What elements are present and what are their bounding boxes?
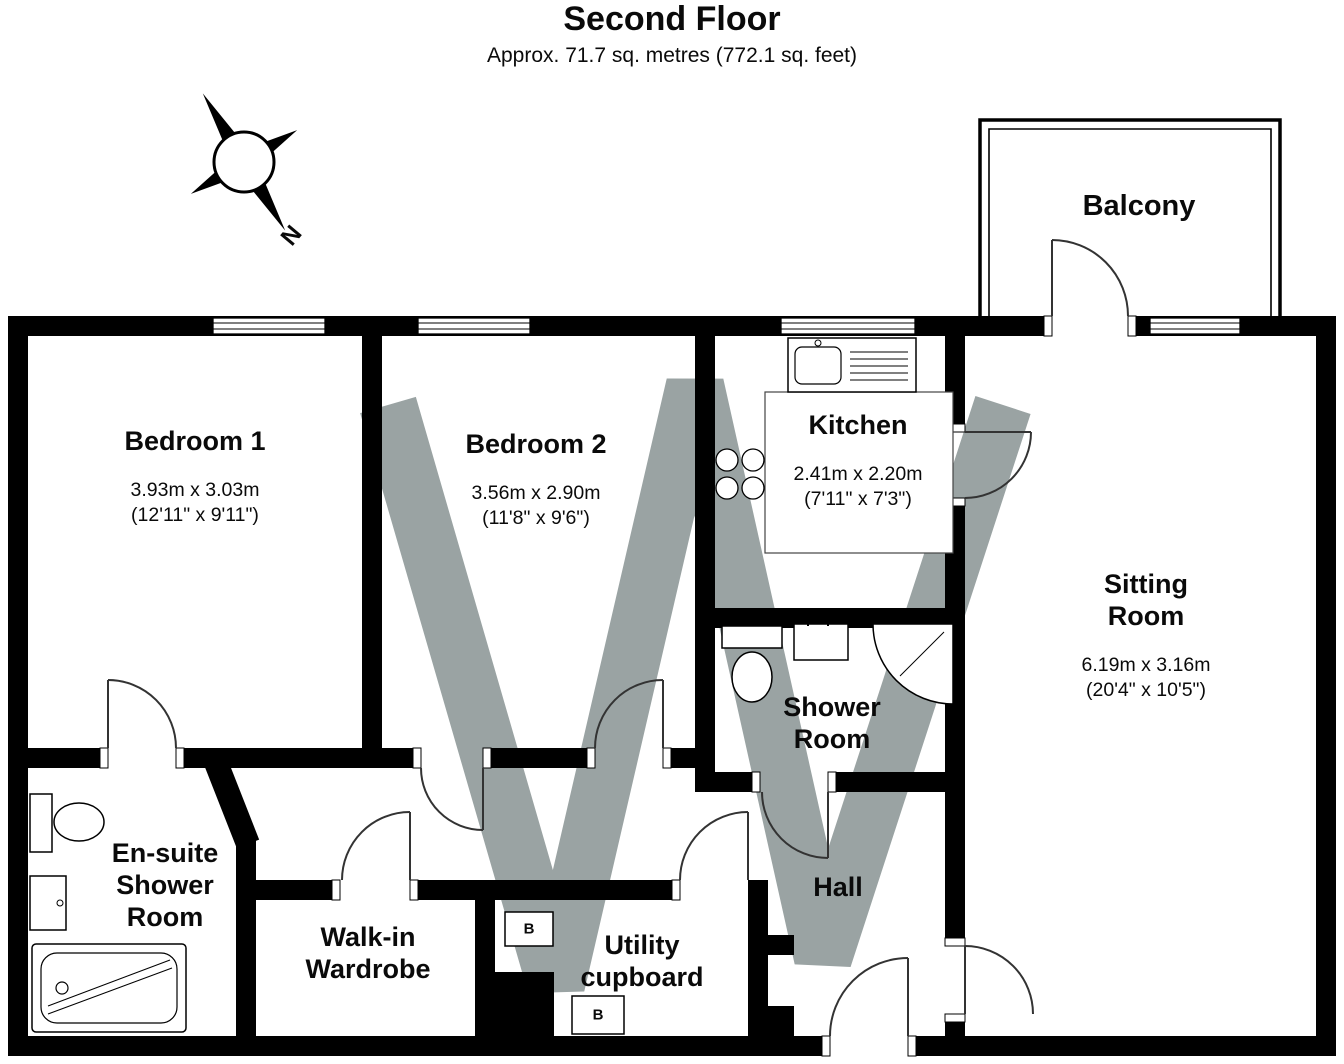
door-kitchen [964, 431, 1032, 499]
kitchen-name: Kitchen [808, 410, 908, 441]
windows [212, 317, 1241, 335]
boiler-box-1 [504, 911, 554, 947]
room-label-wardrobe: Walk-in Wardrobe [305, 904, 430, 1004]
page-title: Second Floor [563, 0, 781, 38]
boiler-label-1: B [523, 920, 535, 938]
shower-room-toilet [721, 625, 783, 703]
page-subtitle: Approx. 71.7 sq. metres (772.1 sq. feet) [486, 44, 858, 67]
door-shower-room [761, 791, 829, 859]
ensuite-name: En-suite Shower Room [111, 838, 219, 932]
bedroom2-dims: 3.56m x 2.90m (11'8" x 9'6") [471, 481, 601, 529]
ensuite-toilet [29, 793, 105, 853]
balcony-walls [978, 118, 1282, 318]
sitting-room-dims: 6.19m x 3.16m (20'4" x 10'5") [1081, 653, 1211, 701]
bedroom1-dims: 3.93m x 3.03m (12'11" x 9'11") [130, 478, 260, 526]
corner-shower [872, 623, 954, 705]
hall-name: Hall [813, 872, 863, 903]
kitchen-dims: 2.41m x 2.20m (7'11" x 7'3") [793, 462, 923, 510]
doors [107, 239, 1129, 1037]
window-bedroom1 [212, 317, 326, 335]
sitting-room-name: Sitting Room [1104, 569, 1188, 632]
door-wardrobe [341, 811, 411, 881]
door-sitting-room [964, 945, 1034, 1015]
door-utility [679, 811, 749, 881]
boiler-label-2: B [592, 1006, 604, 1024]
ensuite-basin [29, 875, 67, 931]
room-label-balcony: Balcony [1083, 171, 1196, 241]
boiler-box-2 [571, 995, 625, 1035]
shower-room-name: Shower Room [783, 692, 881, 754]
room-label-shower-room: Shower Room [783, 674, 881, 774]
balcony-name: Balcony [1082, 189, 1196, 222]
room-label-hall: Hall [813, 854, 863, 922]
kitchen-sink [787, 337, 917, 393]
room-label-bedroom2: Bedroom 2 3.56m x 2.90m (11'8" x 9'6") [465, 411, 606, 549]
kitchen-hob [715, 448, 765, 500]
bathtub [31, 943, 187, 1033]
door-bedroom2 [594, 679, 664, 749]
wardrobe-name: Walk-in Wardrobe [305, 922, 431, 984]
door-front [829, 957, 909, 1037]
door-bedroom1 [420, 767, 484, 831]
utility-name: Utility cupboard [580, 930, 704, 992]
door-balcony [1051, 239, 1129, 317]
room-label-bedroom1: Bedroom 1 3.93m x 3.03m (12'11" x 9'11") [124, 408, 265, 546]
door-ensuite [107, 679, 177, 749]
bedroom1-name: Bedroom 1 [124, 426, 266, 457]
window-kitchen [780, 317, 916, 335]
shower-room-basin [793, 618, 849, 661]
room-label-utility: Utility cupboard [580, 912, 703, 1012]
room-label-sitting-room: Sitting Room 6.19m x 3.16m (20'4" x 10'5… [1082, 551, 1211, 721]
kitchen-counter [764, 391, 954, 554]
room-label-kitchen: Kitchen 2.41m x 2.20m (7'11" x 7'3") [794, 392, 923, 530]
window-bedroom2 [417, 317, 531, 335]
compass-rose [190, 93, 298, 231]
bedroom2-name: Bedroom 2 [465, 429, 607, 460]
window-sitting-room [1149, 317, 1241, 335]
room-label-ensuite: En-suite Shower Room [112, 820, 219, 952]
door-jambs [99, 315, 1137, 1057]
